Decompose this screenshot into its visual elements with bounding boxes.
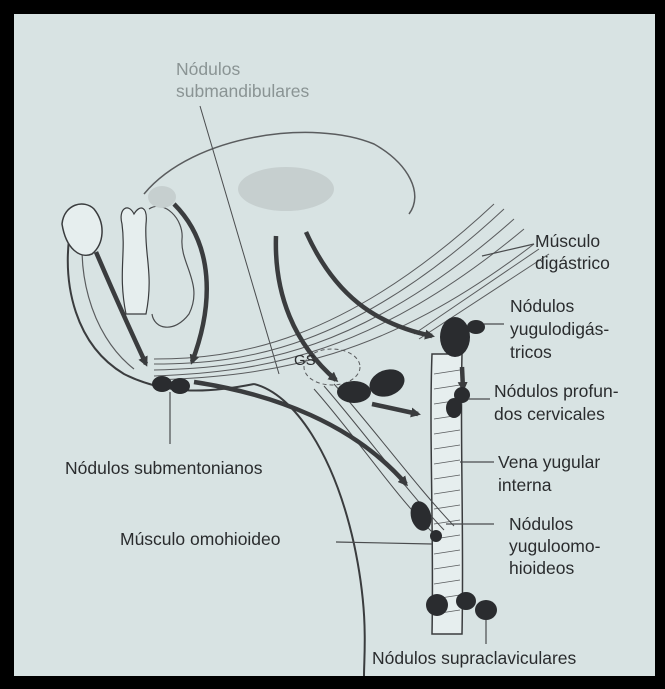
label-vena-yugular-interna-line2: interna [498,474,552,496]
node-supraclavicular-2 [456,592,476,610]
salivary-gland-center [238,167,334,211]
tongue-outline [149,206,194,327]
node-supraclavicular-3 [475,600,497,620]
label-gs: GS [294,350,316,372]
salivary-gland-left [148,186,176,208]
label-nodulos-supraclaviculares: Nódulos supraclaviculares [372,647,576,669]
label-leaders [170,244,534,644]
label-nodulos-submandibulares-line2: submandibulares [176,80,309,102]
label-nodulos-yugulodigastricos-line3: tricos [510,341,552,363]
tooth-outline [121,208,149,314]
label-musculo-digastrico-line1: Músculo [535,230,600,252]
node-submentonianos-2 [170,378,190,394]
node-supraclavicular-1 [426,594,448,616]
label-nodulos-yugulodigastricos-line1: Nódulos [510,295,574,317]
node-submentonianos-1 [152,376,172,392]
label-nodulos-yuguloomohioideos-line2: yuguloomo- [509,535,600,557]
diagram-page: Nódulos submandibulares Músculo digástri… [14,14,655,676]
label-nodulos-profundos-line2: dos cervicales [494,403,605,425]
label-nodulos-profundos-line1: Nódulos profun- [494,380,619,402]
label-musculo-digastrico-line2: digástrico [535,252,610,274]
node-yugulodigastrico-2 [467,320,485,334]
node-gs-2 [366,365,409,402]
label-vena-yugular-interna-line1: Vena yugular [498,451,600,473]
label-nodulos-yuguloomohioideos-line3: hioideos [509,557,574,579]
label-nodulos-submentonianos: Nódulos submentonianos [65,457,263,479]
node-profundo-2 [446,398,462,418]
submandibulares-leader [200,106,279,374]
node-yuguloomohioideo-1 [407,499,434,533]
node-yuguloomohioideo-2 [430,530,442,542]
label-nodulos-submandibulares-line1: Nódulos [176,58,240,80]
drainage-arrows [96,204,463,484]
jaw-outline [68,239,254,391]
node-gs-1 [337,381,371,403]
label-nodulos-yuguloomohioideos-line1: Nódulos [509,513,573,535]
node-yugulodigastrico-1 [440,317,470,357]
label-musculo-omohioideo: Músculo omohioideo [120,528,281,550]
label-nodulos-yugulodigastricos-line2: yugulodigás- [510,318,609,340]
